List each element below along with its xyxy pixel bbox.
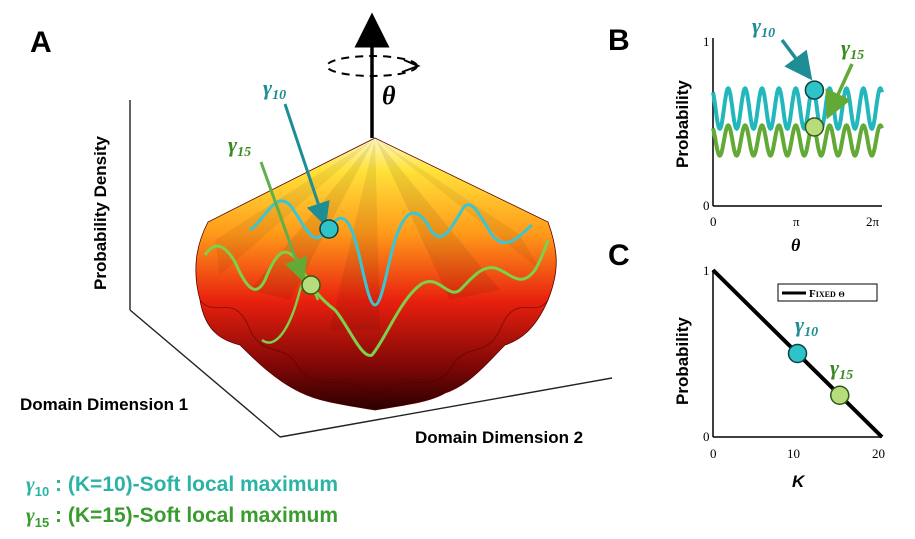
panel-b-xtick-pi: π [793, 214, 800, 229]
panel-c-marker-g15 [830, 385, 850, 405]
panel-a-g15-label: γ15 [228, 132, 251, 160]
panel-a-g10-arrow [283, 103, 330, 227]
panel-a-x-label: Domain Dimension 1 [20, 395, 188, 414]
panel-c-legend: Fixed θ [777, 283, 878, 302]
panel-c-xtick-0: 0 [710, 446, 717, 461]
y-axis-line [279, 377, 613, 438]
panel-a-letter: A [30, 26, 52, 59]
panel-c-legend-label: Fixed θ [809, 288, 845, 300]
panel-a-axes [129, 100, 613, 438]
panel-c-letter: C [608, 239, 630, 272]
legend-g15-sub: 15 [34, 515, 50, 530]
panel-c-marker-g10 [787, 343, 808, 364]
panel-c: C 1 0 0 10 20 Probability K Fixed θ γ10 … [608, 239, 885, 491]
panel-a: A θ [20, 12, 613, 447]
panel-b-g10-arrow [780, 38, 813, 81]
panel-b-series-g10 [711, 85, 884, 132]
panel-b-ylabel: Probability [673, 80, 692, 168]
panel-b-marker-g10 [804, 80, 825, 100]
panel-a-y-label: Domain Dimension 2 [415, 428, 583, 447]
green-contour [203, 239, 550, 357]
panel-c-ytick-1: 1 [703, 263, 710, 278]
panel-b-ytick-1: 1 [703, 34, 710, 49]
panel-c-series [711, 268, 884, 439]
panel-b-series [711, 80, 884, 158]
panel-a-g15-marker [301, 275, 321, 295]
legend-g10-text: (K=10)-Soft local maximum [67, 473, 339, 496]
panel-b-g15-arrow [825, 63, 854, 120]
panel-b-xtick-0: 0 [710, 214, 717, 229]
panel-c-xtick-10: 10 [787, 446, 800, 461]
panel-b-ytick-0: 0 [703, 198, 710, 213]
panel-b: B 1 0 0 π 2π Probability θ γ10 γ15 [608, 13, 884, 255]
panel-b-g15-label: γ15 [841, 35, 864, 63]
panel-b-letter: B [608, 24, 630, 57]
teal-contour [249, 199, 533, 307]
x-axis-line [129, 309, 281, 438]
panel-c-g15-label: γ15 [830, 355, 853, 383]
legend-g15-symbol: γ [26, 503, 35, 527]
panel-b-g10-label: γ10 [752, 13, 775, 41]
legend-line-g15: γ15 : (K=15)-Soft local maximum [26, 503, 338, 530]
legend-g15-text: (K=15)-Soft local maximum [67, 504, 339, 527]
panel-a-g10-label: γ10 [263, 75, 286, 103]
panel-c-axes [712, 270, 882, 438]
legend-g15-sep: : [49, 504, 68, 527]
panel-c-xtick-20: 20 [872, 446, 885, 461]
panel-b-series-g15 [711, 123, 884, 158]
legend-g10-sub: 10 [34, 484, 50, 499]
panel-b-marker-g15 [804, 117, 825, 137]
panel-a-g10-marker [319, 219, 339, 239]
rotation-label: θ [382, 81, 396, 110]
panel-a-z-label: Probability Density [91, 135, 110, 290]
panel-b-axes [712, 38, 882, 207]
legend-g10-symbol: γ [26, 472, 35, 496]
legend-line-g10: γ10 : (K=10)-Soft local maximum [26, 472, 338, 499]
panel-b-xtick-2pi: 2π [866, 214, 880, 229]
rotation-axis [326, 12, 421, 138]
panel-c-ytick-0: 0 [703, 429, 710, 444]
panel-c-xlabel: K [792, 472, 806, 491]
panel-b-xlabel: θ [791, 235, 801, 255]
panel-a-g15-arrow [259, 161, 308, 283]
probability-surface [195, 137, 557, 411]
legend-g10-sep: : [49, 473, 68, 496]
panel-c-ylabel: Probability [673, 317, 692, 405]
panel-c-g10-label: γ10 [795, 312, 818, 340]
rotation-arrowhead-icon [401, 59, 421, 73]
